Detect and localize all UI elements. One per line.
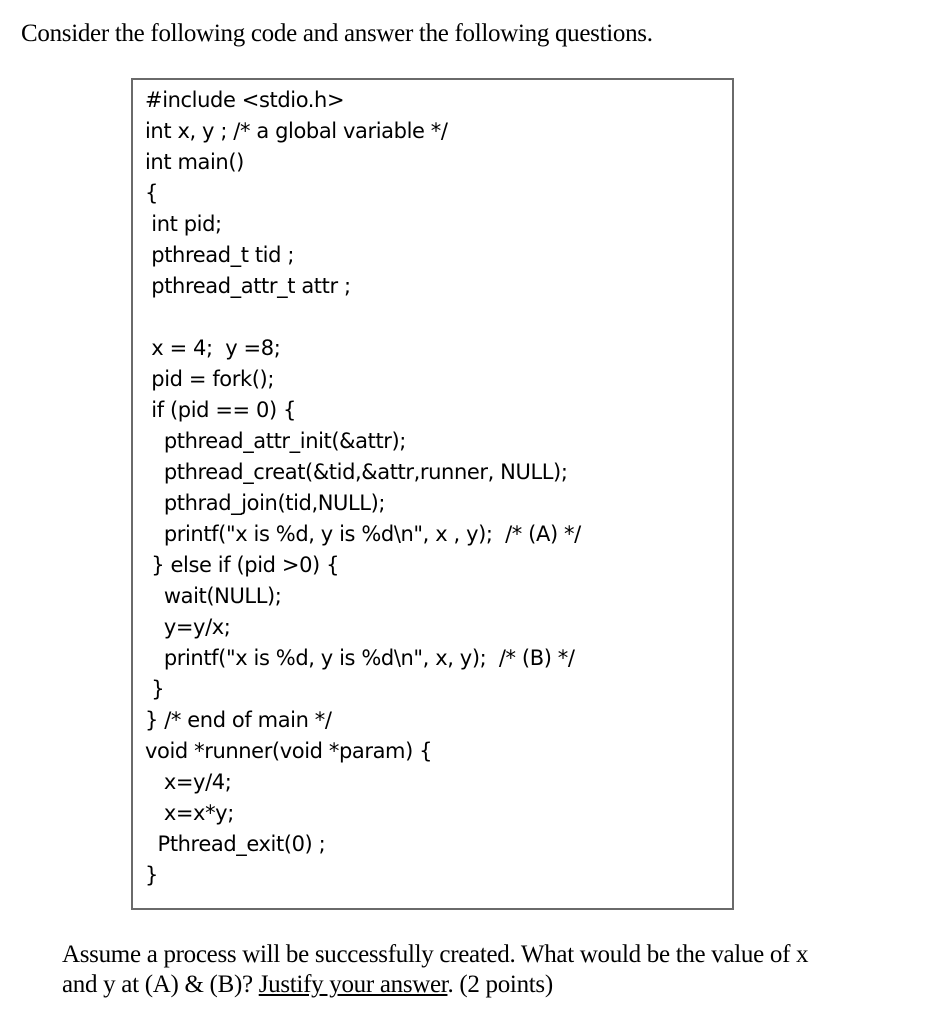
code-line: void *runner(void *param) { bbox=[145, 739, 433, 763]
question-line-2: and y at (A) & (B)? Justify your answer.… bbox=[62, 970, 922, 1000]
code-line: pthread_creat(&tid,&attr,runner, NULL); bbox=[145, 460, 568, 484]
code-line: int pid; bbox=[145, 212, 222, 236]
code-line: int x, y ; /* a global variable */ bbox=[145, 119, 448, 143]
code-line: x=y/4; bbox=[145, 770, 232, 794]
code-line: printf("x is %d, y is %d\n", x, y); /* (… bbox=[145, 646, 575, 670]
intro-text: Consider the following code and answer t… bbox=[21, 20, 653, 47]
question-line-2-suffix: . (2 points) bbox=[447, 971, 553, 998]
code-line: x=x*y; bbox=[145, 801, 234, 825]
code-line: int main() bbox=[145, 150, 244, 174]
question-text: Assume a process will be successfully cr… bbox=[62, 940, 922, 1000]
code-line: } bbox=[145, 863, 158, 887]
code-line: if (pid == 0) { bbox=[145, 398, 296, 422]
code-line: Pthread_exit(0) ; bbox=[145, 832, 326, 856]
code-box: #include <stdio.h> int x, y ; /* a globa… bbox=[131, 78, 734, 910]
code-line: pid = fork(); bbox=[145, 367, 275, 391]
code-line: pthread_t tid ; bbox=[145, 243, 294, 267]
code-line: } /* end of main */ bbox=[145, 708, 332, 732]
code-line: { bbox=[145, 181, 158, 205]
code-line: pthread_attr_t attr ; bbox=[145, 274, 351, 298]
code-line: x = 4; y =8; bbox=[145, 336, 281, 360]
code-line: pthrad_join(tid,NULL); bbox=[145, 491, 386, 515]
code-line: #include <stdio.h> bbox=[145, 88, 345, 112]
code-line: pthread_attr_init(&attr); bbox=[145, 429, 407, 453]
question-line-2-prefix: and y at (A) & (B)? bbox=[62, 971, 259, 998]
justify-underlined-text: Justify your answer bbox=[258, 971, 448, 998]
code-line: printf("x is %d, y is %d\n", x , y); /* … bbox=[145, 522, 581, 546]
code-line: wait(NULL); bbox=[145, 584, 282, 608]
question-line-1: Assume a process will be successfully cr… bbox=[62, 941, 809, 968]
code-line: } bbox=[145, 677, 165, 701]
code-line: } else if (pid >0) { bbox=[145, 553, 340, 577]
code-line: y=y/x; bbox=[145, 615, 231, 639]
